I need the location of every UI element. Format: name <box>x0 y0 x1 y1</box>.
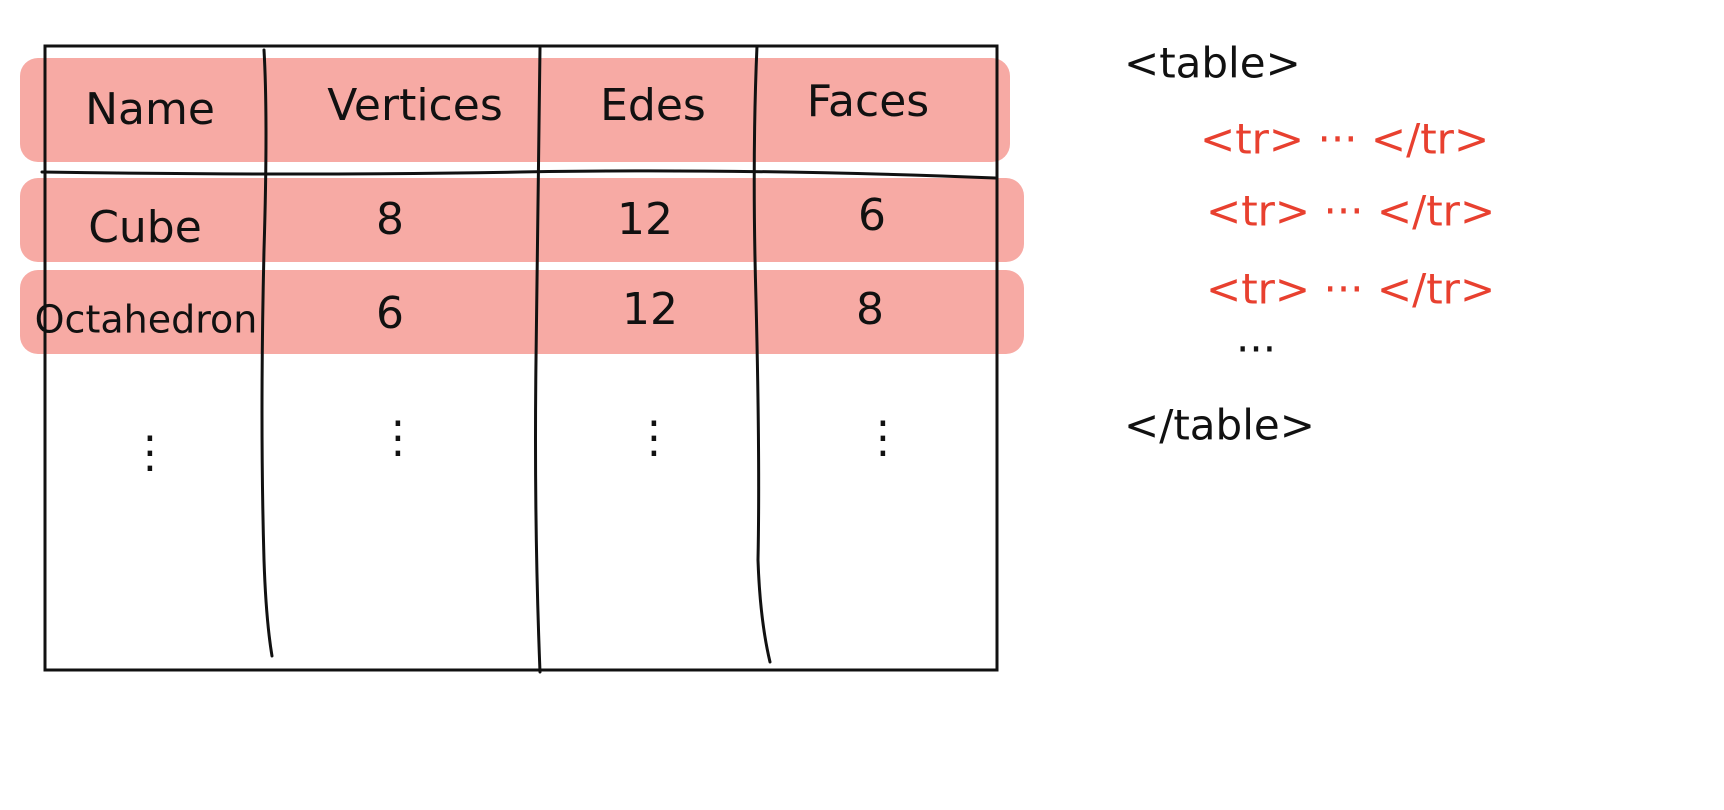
cell-octahedron-edges: 12 <box>622 284 678 335</box>
continuation-edges: ⋮ <box>632 412 676 463</box>
header-vertices: Vertices <box>327 80 503 131</box>
continuation-faces: ⋮ <box>861 412 905 463</box>
header-faces: Faces <box>807 76 929 127</box>
code-close-tag: </table> <box>1124 401 1315 450</box>
header-divider <box>40 169 997 180</box>
cell-cube-vertices: 8 <box>376 194 404 245</box>
cell-cube-faces: 6 <box>858 190 886 241</box>
code-row-line-3: <tr> ··· </tr> <box>1206 265 1495 314</box>
column-divider-1 <box>260 48 274 658</box>
code-open-tag: <table> <box>1124 39 1301 88</box>
cell-cube-edges: 12 <box>617 194 673 245</box>
cell-cube-name: Cube <box>88 202 202 253</box>
continuation-name: ⋮ <box>128 427 172 478</box>
code-row-line-2: <tr> ··· </tr> <box>1206 187 1495 236</box>
row-highlight-cube <box>20 178 1024 262</box>
table-frame <box>43 44 999 672</box>
continuation-vertices: ⋮ <box>376 412 420 463</box>
code-row-line-1: <tr> ··· </tr> <box>1200 115 1489 164</box>
cell-octahedron-name: Octahedron <box>35 298 258 342</box>
header-row-highlight <box>20 58 1010 162</box>
header-name: Name <box>85 84 215 135</box>
cell-octahedron-vertices: 6 <box>376 288 404 339</box>
column-divider-3 <box>752 44 772 664</box>
cell-octahedron-faces: 8 <box>856 284 884 335</box>
row-highlight-octahedron <box>20 270 1024 354</box>
code-ellipsis: ··· <box>1236 325 1276 374</box>
header-edges: Edes <box>600 80 706 131</box>
column-divider-2 <box>534 46 542 674</box>
